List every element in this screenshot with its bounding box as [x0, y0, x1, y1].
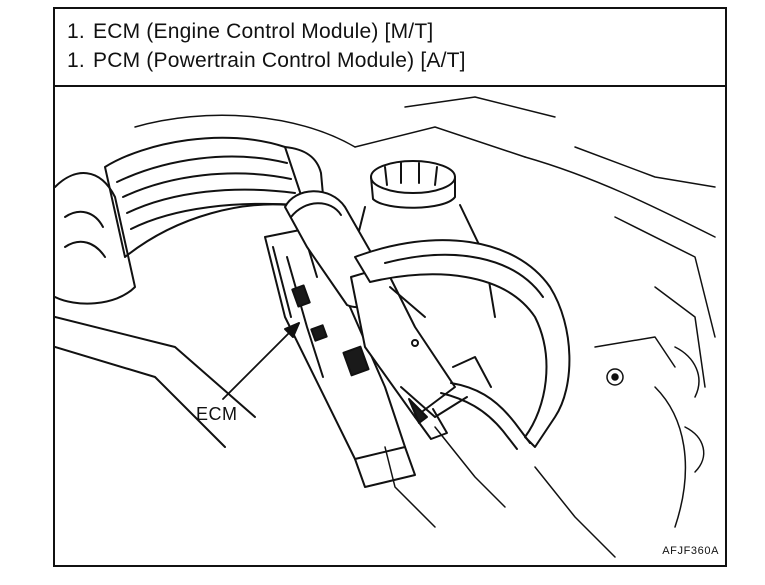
engine-bay-illustration: ECM AFJF360A	[55, 87, 725, 565]
caption-text: PCM (Powertrain Control Module) [A/T]	[93, 49, 466, 72]
caption-text: ECM (Engine Control Module) [M/T]	[93, 20, 434, 43]
air-intake-duct	[55, 136, 326, 448]
lower-bracket	[384, 336, 676, 528]
caption-number: 1.	[67, 49, 85, 72]
ecm-callout-arrow	[222, 322, 300, 400]
diagram-frame: 1. ECM (Engine Control Module) [M/T] 1. PC…	[53, 7, 727, 567]
reservoir-cap	[354, 160, 496, 318]
ecm-module	[264, 226, 416, 488]
figure-code: AFJF360A	[662, 545, 719, 557]
engine-bay-outline	[134, 96, 716, 558]
caption-pcm: 1. PCM (Powertrain Control Module) [A/T]	[67, 46, 725, 75]
ecm-callout-label: ECM	[196, 404, 238, 424]
caption-ecm: 1. ECM (Engine Control Module) [M/T]	[67, 17, 725, 46]
caption-box: 1. ECM (Engine Control Module) [M/T] 1. PC…	[55, 9, 725, 87]
engine-bay-drawing	[55, 96, 716, 558]
caption-number: 1.	[67, 20, 85, 43]
wiring-harness	[354, 239, 571, 450]
